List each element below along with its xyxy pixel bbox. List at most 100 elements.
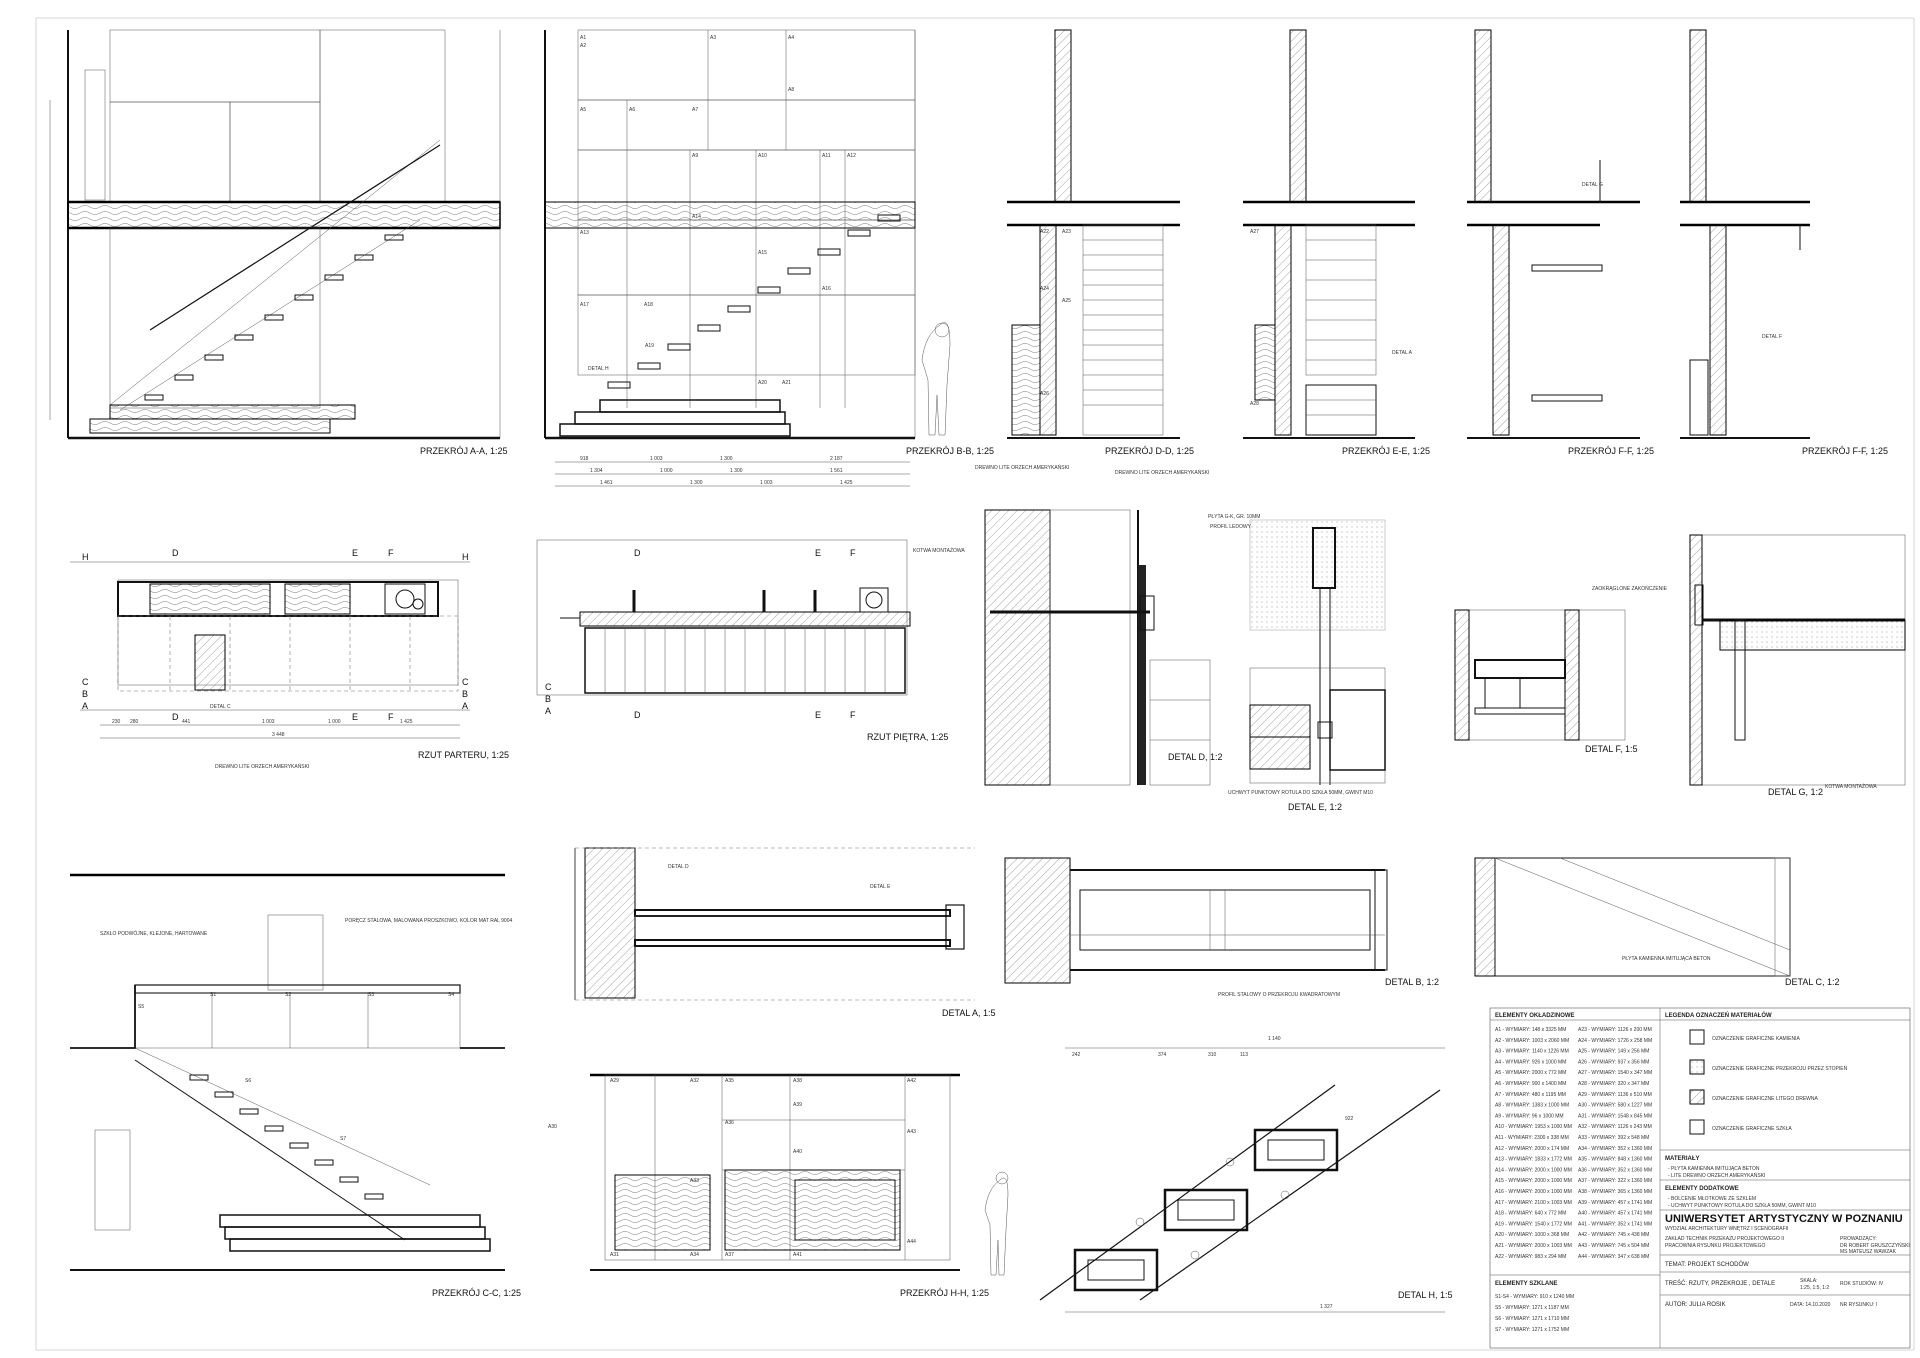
svg-text:DREWNO LITE ORZECH AMERYKAŃSKI: DREWNO LITE ORZECH AMERYKAŃSKI — [1115, 469, 1209, 476]
svg-text:A16: A16 — [822, 286, 831, 292]
element-item: A41 - WYMIARY: 352 x 1741 MM — [1578, 1221, 1652, 1227]
svg-text:KOTWA MONTAŻOWA: KOTWA MONTAŻOWA — [913, 547, 965, 554]
element-item: A35 - WYMIARY: 848 x 1360 MM — [1578, 1157, 1652, 1163]
element-item: A31 - WYMIARY: 1548 x 845 MM — [1578, 1113, 1652, 1119]
svg-text:A: A — [462, 701, 468, 711]
svg-text:PŁYTA G-K, GR. 10MM: PŁYTA G-K, GR. 10MM — [1208, 514, 1260, 520]
svg-text:AUTOR: JULIA ROSIK: AUTOR: JULIA ROSIK — [1665, 1302, 1726, 1308]
svg-text:D: D — [634, 548, 641, 558]
svg-text:ELEMENTY DODATKOWE: ELEMENTY DODATKOWE — [1665, 1186, 1739, 1192]
svg-text:A38: A38 — [793, 1078, 802, 1084]
detail-a-title: DETAL A, 1:5 — [942, 1008, 996, 1018]
svg-text:A: A — [82, 701, 88, 711]
section-hh-title: PRZEKRÓJ H-H, 1:25 — [900, 1288, 989, 1298]
svg-text:OZNACZENIE GRAFICZNE PRZEKROJU: OZNACZENIE GRAFICZNE PRZEKROJU PRZEZ STO… — [1712, 1065, 1848, 1072]
element-item: A14 - WYMIARY: 2000 x 1000 MM — [1495, 1167, 1572, 1173]
svg-text:S5: S5 — [138, 1004, 144, 1010]
svg-text:SKALA:: SKALA: — [1800, 1278, 1818, 1284]
svg-text:230: 230 — [112, 719, 121, 725]
svg-text:1:25, 1:5, 1:2: 1:25, 1:5, 1:2 — [1800, 1285, 1829, 1291]
detail-c-title: DETAL C, 1:2 — [1785, 977, 1840, 987]
svg-text:KOTWA MONTAŻOWA: KOTWA MONTAŻOWA — [1825, 783, 1877, 790]
svg-text:ZAKŁAD TECHNIK PRZEKAZU PROJEK: ZAKŁAD TECHNIK PRZEKAZU PROJEKTOWEGO II — [1665, 1236, 1784, 1242]
element-item: A23 - WYMIARY: 1126 x 200 MM — [1578, 1027, 1652, 1033]
svg-text:- BOLCENIE MŁOTKOWE ZE SZKLEM: - BOLCENIE MŁOTKOWE ZE SZKLEM — [1668, 1196, 1756, 1202]
svg-text:A19: A19 — [645, 343, 654, 349]
element-item: A15 - WYMIARY: 2000 x 1000 MM — [1495, 1178, 1572, 1184]
section-bb: A1 A2 A3 A4 A5 A6 A7 A8 A9 A10 A11 A12 A… — [544, 29, 994, 487]
element-item: A39 - WYMIARY: 457 x 1741 MM — [1578, 1200, 1652, 1206]
element-item: A24 - WYMIARY: 1726 x 258 MM — [1578, 1038, 1652, 1044]
svg-text:- LITE DREWNO ORZECH AMERYKAŃS: - LITE DREWNO ORZECH AMERYKAŃSKI — [1668, 1172, 1765, 1179]
svg-text:A2: A2 — [580, 43, 586, 49]
svg-text:DATA: 14.10.2020: DATA: 14.10.2020 — [1790, 1302, 1831, 1308]
detail-e-title: DETAL E, 1:2 — [1288, 802, 1342, 812]
svg-text:1 000: 1 000 — [328, 719, 341, 725]
svg-text:A14: A14 — [692, 214, 701, 220]
title-block: UNIWERSYTET ARTYSTYCZNY W POZNANIU WYDZI… — [1660, 1213, 1910, 1308]
svg-text:A36: A36 — [725, 1120, 734, 1126]
svg-text:SZKŁO PODWÓJNE, KLEJONE, HARTO: SZKŁO PODWÓJNE, KLEJONE, HARTOWANE — [100, 930, 208, 937]
svg-text:S7: S7 — [340, 1136, 346, 1142]
svg-text:D: D — [172, 712, 179, 722]
svg-text:- PŁYTA KAMIENNA IMITUJĄCA BET: - PŁYTA KAMIENNA IMITUJĄCA BETON — [1668, 1166, 1760, 1172]
svg-text:A32: A32 — [690, 1078, 699, 1084]
glass-item: S7 - WYMIARY: 1271 x 1752 MM — [1495, 1327, 1569, 1333]
glass-item: S5 - WYMIARY: 1271 x 1187 MM — [1495, 1305, 1569, 1311]
svg-text:F: F — [850, 548, 856, 558]
svg-text:D: D — [172, 548, 179, 558]
element-item: A12 - WYMIARY: 2000 x 174 MM — [1495, 1146, 1569, 1152]
svg-text:- UCHWYT PUNKTOWY ROTULA DO SZ: - UCHWYT PUNKTOWY ROTULA DO SZKŁA 50MM, … — [1668, 1203, 1816, 1209]
plan-parter-title: RZUT PARTERU, 1:25 — [418, 750, 509, 760]
svg-text:E: E — [352, 712, 358, 722]
element-item: A21 - WYMIARY: 2000 x 1003 MM — [1495, 1243, 1572, 1249]
svg-text:A12: A12 — [847, 153, 856, 159]
svg-text:PROFIL STALOWY O PRZEKROJU KWA: PROFIL STALOWY O PRZEKROJU KWADRATOWYM — [1218, 992, 1340, 998]
section-cc: S1 S2 S3 S4 S5 S6 S7 SZKŁO PODWÓJNE, KLE… — [70, 873, 521, 1298]
svg-text:A40: A40 — [793, 1149, 802, 1155]
svg-text:A42: A42 — [907, 1078, 916, 1084]
svg-text:A24: A24 — [1040, 286, 1049, 292]
svg-text:280: 280 — [130, 719, 139, 725]
element-item: A28 - WYMIARY: 320 x 347 MM — [1578, 1081, 1649, 1087]
plan-pietro: C B A D E F D E F KOTWA MONTAŻOWA RZUT P… — [536, 539, 965, 742]
svg-text:242: 242 — [1072, 1052, 1081, 1058]
element-item: A32 - WYMIARY: 1126 x 243 MM — [1578, 1124, 1652, 1130]
svg-text:OZNACZENIE GRAFICZNE KAMIENIA: OZNACZENIE GRAFICZNE KAMIENIA — [1712, 1036, 1800, 1042]
section-cc-title: PRZEKRÓJ C-C, 1:25 — [432, 1288, 521, 1298]
svg-text:1 300: 1 300 — [690, 480, 703, 486]
sheet-border — [35, 17, 1915, 1351]
legend-block: ELEMENTY OKŁADZINOWE LEGENDA OZNACZEŃ MA… — [1489, 1007, 1911, 1349]
svg-text:PROFIL LEDOWY: PROFIL LEDOWY — [1210, 524, 1252, 530]
section-ff-1: DETAL G PRZEKRÓJ F-F, 1:25 — [1467, 29, 1654, 456]
svg-text:MS MATEUSZ WAWZAK: MS MATEUSZ WAWZAK — [1840, 1249, 1897, 1255]
svg-text:PROWADZĄCY:: PROWADZĄCY: — [1840, 1236, 1877, 1242]
svg-text:DREWNO LITE ORZECH AMERYKAŃSKI: DREWNO LITE ORZECH AMERYKAŃSKI — [215, 763, 309, 770]
element-item: A1 - WYMIARY: 148 x 3325 MM — [1495, 1027, 1566, 1033]
svg-text:TEMAT: PROJEKT SCHODÓW: TEMAT: PROJEKT SCHODÓW — [1665, 1261, 1749, 1268]
svg-text:E: E — [815, 710, 821, 720]
university-name: UNIWERSYTET ARTYSTYCZNY W POZNANIU — [1665, 1213, 1903, 1225]
svg-text:1 003: 1 003 — [650, 456, 663, 462]
svg-text:ROK STUDIÓW: IV: ROK STUDIÓW: IV — [1840, 1280, 1884, 1287]
element-item: A16 - WYMIARY: 2000 x 1000 MM — [1495, 1189, 1572, 1195]
svg-text:A8: A8 — [788, 87, 794, 93]
element-item: A34 - WYMIARY: 352 x 1360 MM — [1578, 1146, 1652, 1152]
svg-text:DREWNO LITE ORZECH AMERYKAŃSKI: DREWNO LITE ORZECH AMERYKAŃSKI — [975, 464, 1069, 471]
svg-text:UCHWYT PUNKTOWY ROTULA DO SZKŁ: UCHWYT PUNKTOWY ROTULA DO SZKŁA 50MM, GW… — [1228, 790, 1373, 796]
svg-text:A43: A43 — [907, 1129, 916, 1135]
element-item: A5 - WYMIARY: 2000 x 772 MM — [1495, 1070, 1566, 1076]
svg-text:A26: A26 — [1040, 391, 1049, 397]
section-aa-title: PRZEKRÓJ A-A, 1:25 — [420, 446, 508, 456]
svg-text:ELEMENTY SZKLANE: ELEMENTY SZKLANE — [1495, 1281, 1558, 1287]
svg-text:1 561: 1 561 — [830, 468, 843, 474]
svg-text:C: C — [545, 682, 552, 692]
svg-text:F: F — [388, 548, 394, 558]
svg-text:374: 374 — [1158, 1052, 1167, 1058]
svg-text:S2: S2 — [285, 992, 291, 998]
element-item: A36 - WYMIARY: 352 x 1360 MM — [1578, 1167, 1652, 1173]
svg-text:PŁYTA KAMIENNA IMITUJĄCA BETON: PŁYTA KAMIENNA IMITUJĄCA BETON — [1622, 956, 1711, 962]
